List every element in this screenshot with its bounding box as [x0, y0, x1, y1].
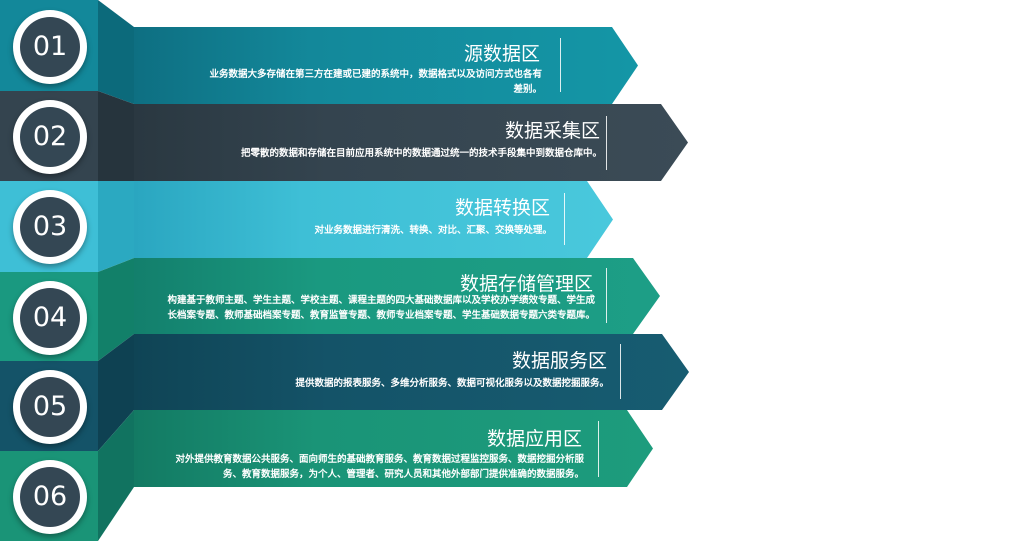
number-circle-6: 06: [13, 460, 87, 534]
number-circle-3: 03: [13, 190, 87, 264]
fold-1: [98, 0, 134, 104]
item-desc-1-line-2: 差别。: [513, 84, 542, 95]
number-circle-1: 01: [13, 10, 87, 84]
divider-4: [606, 268, 607, 323]
fold-4: [98, 258, 134, 361]
arrow-band-2: [134, 104, 688, 181]
item-title-1: 源数据区: [463, 43, 540, 65]
item-title-6: 数据应用区: [486, 428, 582, 450]
fold-6: [98, 410, 134, 541]
item-desc-6-line-2: 务、教育数据服务，为个人、管理者、研究人员和其他外部部门提供准确的数据服务。: [222, 469, 584, 480]
fold-5: [98, 334, 134, 451]
number-label-6: 06: [20, 467, 80, 527]
number-circle-4: 04: [13, 281, 87, 355]
item-desc-5: 提供数据的报表服务、多维分析服务、数据可视化服务以及数据挖掘服务。: [189, 376, 609, 391]
number-label-3: 03: [20, 197, 80, 257]
number-circle-5: 05: [13, 370, 87, 444]
number-label-5: 05: [20, 377, 80, 437]
item-title-4: 数据存储管理区: [459, 273, 593, 295]
arrow-band-1: [134, 27, 638, 104]
item-desc-6-line-1: 对外提供教育数据公共服务、面向师生的基础教育服务、教育数据过程监控服务、数据挖掘…: [175, 454, 584, 465]
fold-2: [98, 91, 134, 181]
item-title-3: 数据转换区: [454, 197, 550, 219]
item-desc-2-line-1: 把零散的数据和存储在目前应用系统中的数据通过统一的技术手段集中到数据仓库中。: [240, 148, 602, 159]
item-desc-6: 对外提供教育数据公共服务、面向师生的基础教育服务、教育数据过程监控服务、数据挖掘…: [144, 452, 584, 482]
item-desc-1: 业务数据大多存储在第三方在建或已建的系统中，数据格式以及访问方式也各有 差别。: [122, 67, 542, 97]
divider-6: [598, 421, 599, 477]
divider-2: [606, 116, 607, 170]
arrow-band-4: [134, 258, 660, 334]
number-label-4: 04: [20, 288, 80, 348]
item-title-5: 数据服务区: [511, 350, 607, 372]
arrow-band-6: [134, 410, 653, 487]
divider-3: [564, 193, 565, 245]
number-label-1: 01: [20, 17, 80, 77]
item-title-2: 数据采集区: [504, 120, 600, 142]
divider-1: [560, 38, 561, 92]
item-desc-4-line-1: 构建基于教师主题、学生主题、学校主题、课程主题的四大基础数据库以及学校办学绩效专…: [167, 295, 595, 306]
item-desc-3: 对业务数据进行清洗、转换、对比、汇聚、交换等处理。: [192, 223, 552, 238]
item-desc-4: 构建基于教师主题、学生主题、学校主题、课程主题的四大基础数据库以及学校办学绩效专…: [125, 293, 595, 323]
item-desc-4-line-2: 长档案专题、教师基础档案专题、教育监管专题、教师专业档案专题、学生基础数据专题六…: [167, 310, 595, 321]
item-desc-5-line-1: 提供数据的报表服务、多维分析服务、数据可视化服务以及数据挖掘服务。: [295, 378, 609, 389]
number-label-2: 02: [20, 107, 80, 167]
item-desc-2: 把零散的数据和存储在目前应用系统中的数据通过统一的技术手段集中到数据仓库中。: [142, 146, 602, 161]
divider-5: [620, 344, 621, 399]
number-circle-2: 02: [13, 100, 87, 174]
item-desc-1-line-1: 业务数据大多存储在第三方在建或已建的系统中，数据格式以及访问方式也各有: [209, 69, 542, 80]
arrow-band-3: [134, 181, 613, 258]
fold-3: [98, 181, 134, 272]
arrow-band-5: [134, 334, 689, 410]
item-desc-3-line-1: 对业务数据进行清洗、转换、对比、汇聚、交换等处理。: [314, 225, 552, 236]
